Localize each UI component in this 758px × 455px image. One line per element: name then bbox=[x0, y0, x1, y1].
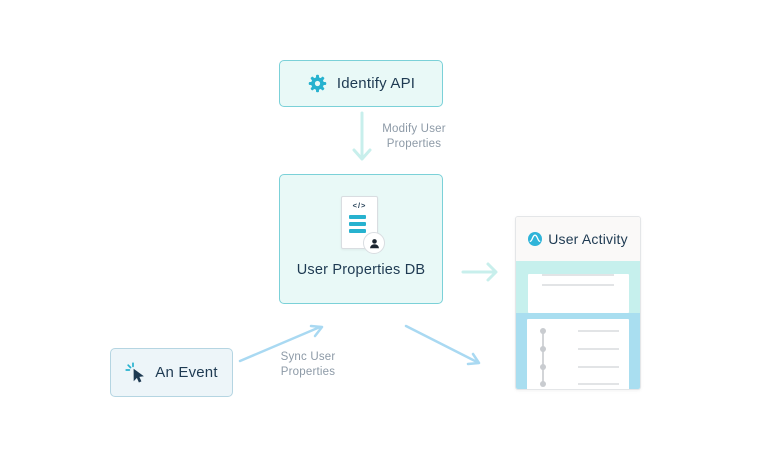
arrow-db-to-activity bbox=[461, 262, 498, 282]
an-event-label: An Event bbox=[155, 364, 218, 381]
gear-icon bbox=[308, 74, 327, 93]
placeholder-line bbox=[578, 383, 619, 385]
placeholder-line bbox=[578, 348, 619, 350]
amplitude-logo-icon bbox=[528, 232, 543, 246]
timeline-dot bbox=[540, 328, 546, 334]
cursor-click-icon bbox=[125, 361, 145, 382]
user-activity-header: User Activity bbox=[516, 217, 640, 261]
placeholder-line bbox=[542, 284, 614, 286]
placeholder-line bbox=[578, 330, 619, 332]
user-activity-summary-band bbox=[516, 261, 640, 313]
placeholder-line bbox=[578, 366, 619, 368]
timeline-dot bbox=[540, 364, 546, 370]
user-activity-title: User Activity bbox=[548, 231, 628, 247]
document-bar bbox=[349, 222, 366, 226]
timeline-card bbox=[527, 319, 629, 389]
node-user-properties-db: </> User Properties DB bbox=[279, 174, 443, 304]
person-badge bbox=[363, 232, 385, 254]
document-bar bbox=[349, 229, 366, 233]
placeholder-line bbox=[542, 274, 614, 276]
timeline-dot bbox=[540, 381, 546, 387]
edge-label-sync-user-properties: Sync User Properties bbox=[280, 351, 336, 378]
node-identify-api: Identify API bbox=[279, 60, 443, 107]
code-glyph: </> bbox=[352, 201, 367, 210]
document-bar bbox=[349, 215, 366, 219]
summary-card bbox=[527, 274, 629, 313]
timeline-line bbox=[542, 331, 544, 384]
user-activity-timeline-band bbox=[516, 313, 640, 389]
node-user-activity-panel: User Activity bbox=[515, 216, 641, 390]
edge-label-modify-user-properties: Modify User Properties bbox=[382, 123, 446, 150]
arrow-identify-to-db bbox=[352, 111, 372, 161]
document-text-bars bbox=[349, 215, 377, 233]
user-properties-db-label: User Properties DB bbox=[296, 262, 426, 278]
timeline-dot bbox=[540, 346, 546, 352]
user-code-document-icon: </> bbox=[341, 196, 385, 254]
identify-api-label: Identify API bbox=[336, 75, 416, 92]
arrow-db-to-activity-timeline bbox=[404, 324, 481, 366]
person-icon bbox=[369, 238, 379, 248]
node-an-event: An Event bbox=[110, 348, 233, 397]
